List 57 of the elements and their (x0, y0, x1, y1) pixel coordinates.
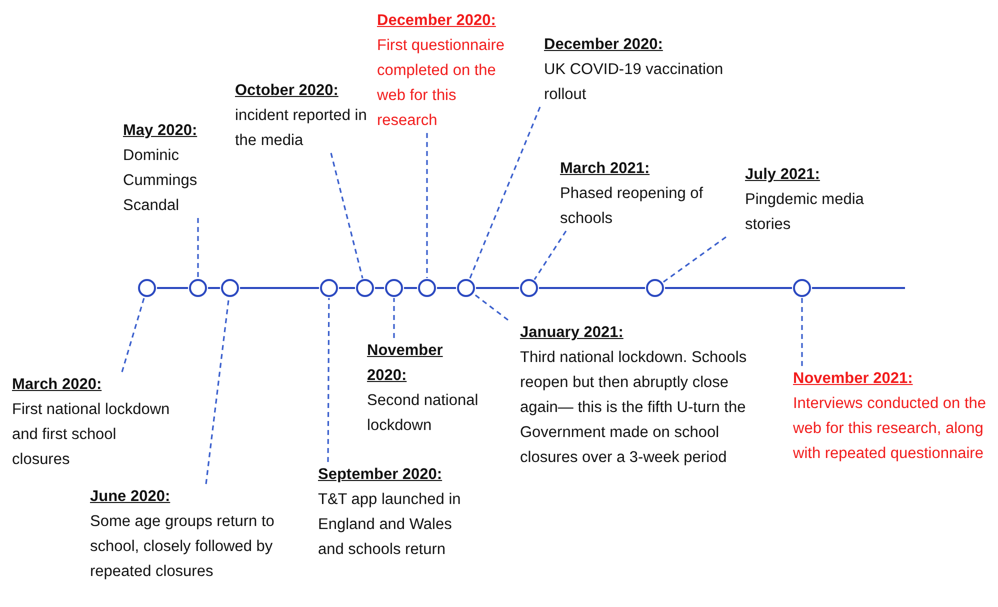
date-heading: October 2020: (235, 81, 338, 101)
timeline-segment (437, 287, 456, 289)
timeline-segment (375, 287, 384, 289)
timeline-marker (646, 279, 664, 297)
timeline-marker (320, 279, 338, 297)
leader-line (473, 293, 508, 321)
timeline-marker (138, 279, 156, 297)
timeline-marker (793, 279, 811, 297)
timeline-segment (476, 287, 519, 289)
leader-line (662, 236, 726, 283)
leader-line (197, 218, 199, 278)
timeline-marker (221, 279, 239, 297)
date-heading: September 2020: (318, 465, 442, 485)
event-description: incident reported in the media (235, 106, 368, 151)
timeline-segment (240, 287, 319, 289)
date-heading: December 2020: (544, 35, 663, 55)
event-description: First questionnaire completed on the web for this research (377, 36, 506, 131)
date-heading: March 2021: (560, 159, 650, 179)
leader-line (534, 230, 567, 280)
timeline-segment (157, 287, 188, 289)
date-heading: December 2020: (377, 11, 496, 31)
event-description: Second national lockdown (367, 391, 480, 436)
event-description: Phased reopening of schools (560, 184, 704, 229)
timeline-marker (418, 279, 436, 297)
event-description: First national lockdown and first school closures (12, 400, 171, 470)
leader-line (801, 298, 803, 366)
leader-line (327, 298, 330, 462)
timeline-segment (339, 287, 355, 289)
timeline-segment (539, 287, 645, 289)
timeline-marker (189, 279, 207, 297)
leader-line (121, 297, 145, 372)
timeline-marker (520, 279, 538, 297)
timeline-marker (356, 279, 374, 297)
event-description: T&T app launched in England and Wales and schools return (318, 490, 462, 560)
date-heading: June 2020: (90, 487, 170, 507)
timeline-segment (665, 287, 792, 289)
leader-line (205, 298, 230, 484)
event-description: Pingdemic media stories (745, 190, 865, 235)
date-heading: January 2021: (520, 323, 624, 343)
timeline-segment (208, 287, 220, 289)
timeline-marker (457, 279, 475, 297)
leader-line (469, 106, 541, 280)
timeline-marker (385, 279, 403, 297)
date-heading: November 2020: (367, 341, 444, 386)
date-heading: July 2021: (745, 165, 820, 185)
event-description: Dominic Cummings Scandal (123, 146, 198, 216)
date-heading: March 2020: (12, 375, 102, 395)
leader-line (393, 298, 395, 338)
timeline-segment (404, 287, 417, 289)
event-description: Some age groups return to school, closely followed by repeated closures (90, 512, 276, 582)
date-heading: May 2020: (123, 121, 198, 141)
event-description: Interviews conducted on the web for this research, along with repeated questionnaire (793, 394, 988, 464)
event-description: UK COVID-19 vaccination rollout (544, 60, 724, 105)
leader-line (330, 152, 364, 278)
event-description: Third national lockdown. Schools reopen but then abruptly close again— this is the fifth U-turn the Government made on school closures over a 3-week period (520, 348, 748, 468)
date-heading: November 2021: (793, 369, 913, 389)
leader-line (426, 133, 428, 278)
